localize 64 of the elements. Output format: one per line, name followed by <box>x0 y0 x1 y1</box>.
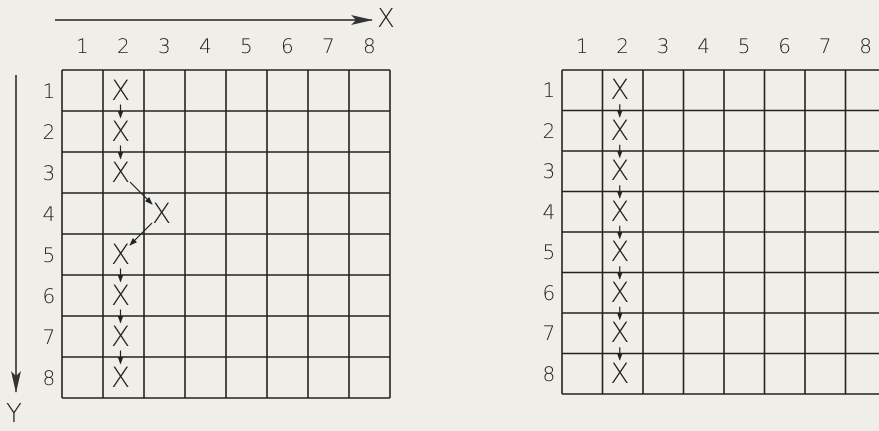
row-number: 7 <box>42 326 56 348</box>
arrow <box>616 144 623 158</box>
arrow <box>616 306 623 320</box>
column-number: 7 <box>818 35 832 57</box>
column-number: 6 <box>281 35 294 57</box>
column-number: 3 <box>656 35 670 57</box>
x-mark: X <box>610 198 630 226</box>
row-number: 3 <box>542 160 556 182</box>
x-mark: X <box>152 200 172 228</box>
x-mark: X <box>111 118 130 146</box>
arrow <box>118 268 124 282</box>
arrow <box>129 222 152 246</box>
x-mark: X <box>610 157 630 186</box>
x-mark: X <box>111 158 130 186</box>
column-number: 4 <box>199 35 212 57</box>
x-mark: X <box>111 322 130 350</box>
arrow <box>130 182 153 205</box>
x-mark: X <box>111 282 130 310</box>
x-mark: X <box>610 76 630 104</box>
x-mark: X <box>610 116 630 145</box>
column-number: 7 <box>322 35 335 57</box>
column-number: 8 <box>363 35 376 57</box>
row-number: 5 <box>542 241 556 264</box>
arrow <box>616 266 623 280</box>
row-number: 6 <box>42 284 56 306</box>
row-number: 7 <box>542 322 556 344</box>
row-number: 5 <box>42 244 56 266</box>
x-mark: X <box>610 278 630 307</box>
column-number: 8 <box>859 35 872 57</box>
row-number: 1 <box>42 80 56 102</box>
row-number: 4 <box>542 200 556 223</box>
row-number: 2 <box>542 120 556 142</box>
x-mark: X <box>111 364 130 392</box>
column-number: 1 <box>76 35 89 57</box>
row-number: 4 <box>42 202 56 224</box>
arrow <box>616 226 623 240</box>
column-number: 1 <box>576 35 588 57</box>
column-number: 2 <box>117 35 130 57</box>
arrow <box>118 350 124 364</box>
x-mark: X <box>610 319 630 348</box>
axis-label: Y <box>6 401 22 427</box>
row-number: 8 <box>42 366 56 388</box>
arrow <box>118 104 124 118</box>
x-mark: X <box>610 238 630 266</box>
axis-label: X <box>377 6 395 32</box>
arrow <box>118 310 124 324</box>
x-mark: X <box>610 360 630 388</box>
arrow <box>616 347 623 361</box>
row-number: 2 <box>42 120 56 142</box>
x-mark: X <box>111 240 130 268</box>
column-number: 5 <box>240 35 253 57</box>
arrow <box>118 146 124 160</box>
row-number: 1 <box>542 79 556 102</box>
column-number: 6 <box>778 35 791 57</box>
arrow <box>616 104 623 118</box>
column-number: 3 <box>158 35 171 57</box>
column-number: 4 <box>697 35 710 57</box>
column-number: 5 <box>738 35 750 57</box>
row-number: 6 <box>542 282 556 304</box>
row-number: 8 <box>542 362 556 385</box>
row-number: 3 <box>42 162 56 184</box>
arrow <box>616 185 623 199</box>
column-number: 2 <box>616 35 629 57</box>
x-mark: X <box>111 76 130 104</box>
